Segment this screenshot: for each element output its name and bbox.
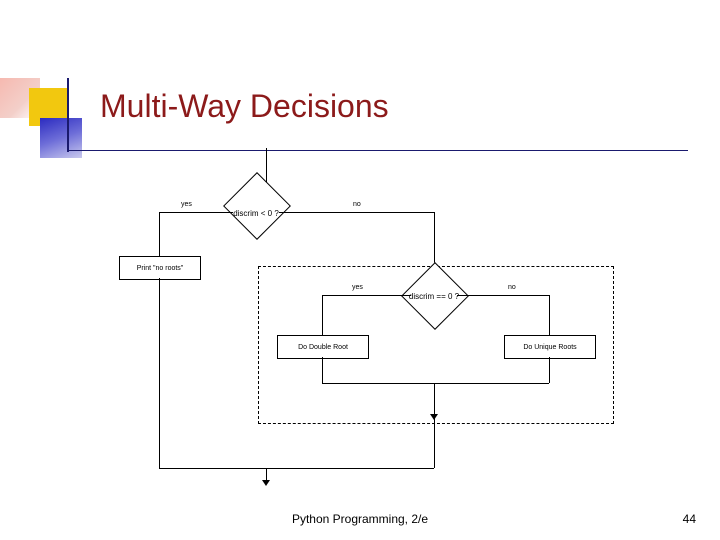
edge-second-yes-horizontal (322, 295, 411, 296)
arrow-inner-merge-icon (430, 414, 438, 420)
edge-print-to-bottom (159, 278, 160, 468)
edge-second-yes-vertical (322, 295, 323, 335)
edge-double-root-down (322, 357, 323, 383)
edge-label-second-yes: yes (352, 284, 363, 291)
process-do-double-root: Do Double Root (277, 335, 369, 359)
edge-second-no-horizontal (457, 295, 549, 296)
decision-discrim-lt-0-label: discrim < 0 ? (233, 209, 279, 218)
process-print-no-roots-label: Print "no roots" (136, 264, 184, 272)
page-title: Multi-Way Decisions (100, 88, 389, 124)
decision-discrim-lt-0-shape (223, 172, 291, 240)
slide-number: 44 (682, 512, 696, 526)
edge-top-no-vertical (434, 212, 435, 270)
process-do-unique-roots-label: Do Unique Roots (523, 343, 577, 351)
edge-inner-merge-horizontal (322, 383, 549, 384)
edge-top-yes-vertical (159, 212, 160, 256)
edge-bottom-exit-vertical (266, 468, 267, 482)
arrow-bottom-exit-icon (262, 480, 270, 486)
edge-entry-to-top-decision (266, 148, 267, 182)
process-do-double-root-label: Do Double Root (298, 343, 348, 351)
process-do-unique-roots: Do Unique Roots (504, 335, 596, 359)
footer-text: Python Programming, 2/e (291, 512, 429, 526)
edge-inner-merge-vertical (434, 383, 435, 422)
title-underline (68, 150, 688, 151)
decision-discrim-eq-0-label: discrim == 0 ? (408, 292, 460, 301)
edge-dashed-exit-vertical (434, 422, 435, 468)
process-print-no-roots: Print "no roots" (119, 256, 201, 280)
edge-label-second-no: no (508, 284, 516, 291)
edge-bottom-join-horizontal (159, 468, 266, 469)
edge-second-no-vertical (549, 295, 550, 335)
edge-label-top-no: no (353, 201, 361, 208)
edge-outer-merge-horizontal (266, 468, 434, 469)
edge-top-no-horizontal (279, 212, 434, 213)
edge-label-top-yes: yes (181, 201, 192, 208)
edge-top-yes-horizontal (159, 212, 233, 213)
edge-unique-roots-down (549, 357, 550, 383)
